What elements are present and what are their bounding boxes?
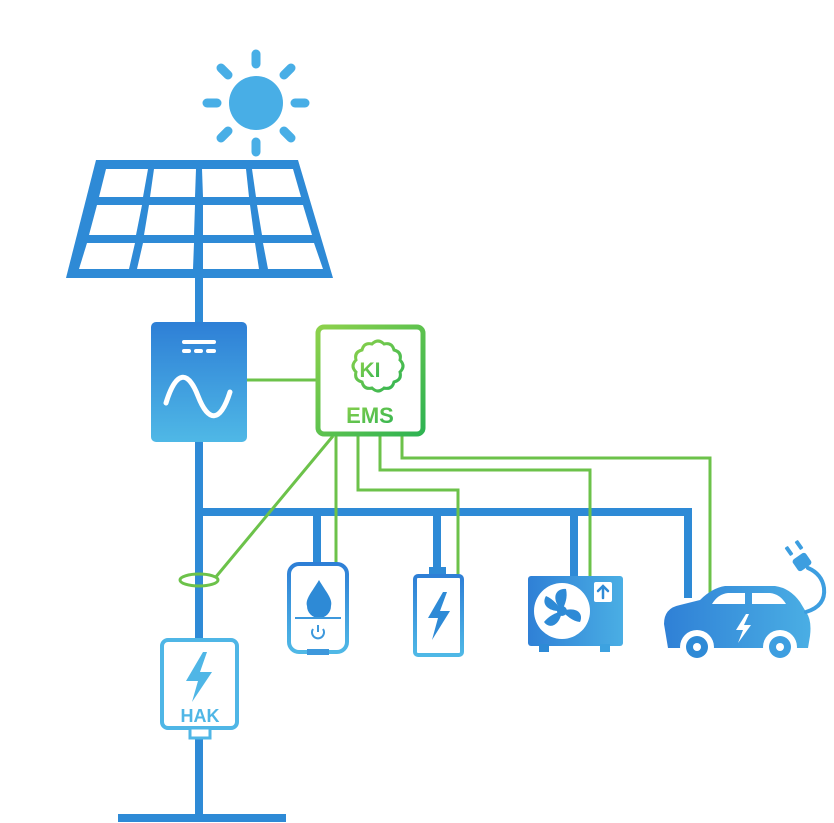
bolt-icon (186, 652, 212, 702)
ems-ki-label: KI (360, 359, 381, 382)
water-heater (287, 562, 349, 655)
power-icon (311, 625, 325, 640)
electric-car (664, 540, 827, 664)
solar-panel (66, 160, 333, 278)
arrow-up-icon (596, 584, 610, 600)
brain-icon (351, 339, 405, 393)
control-lines (213, 378, 712, 598)
current-sensor (178, 572, 220, 588)
bolt-icon (428, 592, 450, 640)
heat-pump (528, 576, 623, 652)
inverter (151, 322, 247, 442)
fan-icon (544, 588, 582, 626)
main-power-line (118, 276, 692, 822)
bolt-icon (736, 614, 751, 643)
plug-icon (784, 540, 812, 572)
battery-storage (413, 567, 464, 657)
ems-controller: KI EMS (315, 324, 426, 437)
water-drop-icon (306, 580, 332, 618)
sun-icon (202, 49, 310, 157)
ems-label: EMS (346, 403, 394, 428)
hak-label: HAK (181, 706, 220, 726)
house-connection-box: HAK (160, 638, 239, 740)
